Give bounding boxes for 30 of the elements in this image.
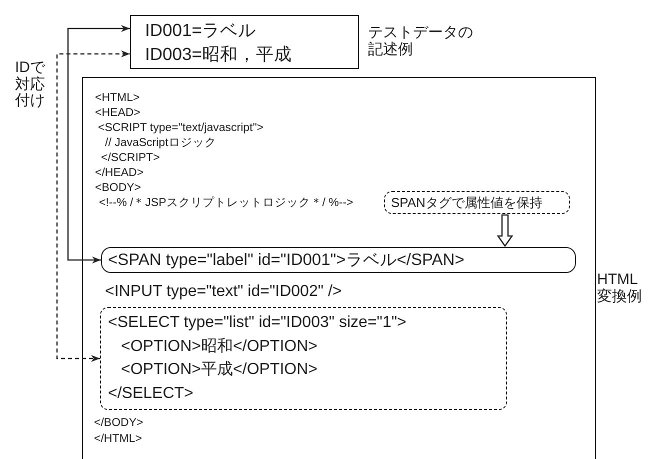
- code-line: <!--% /＊JSPスクリプトレットロジック＊/ %-->: [99, 198, 354, 210]
- code-line: <HEAD>: [95, 108, 140, 120]
- node-label: テストデータの記述例: [368, 25, 473, 58]
- arrow: [56, 50, 130, 362]
- code-line: <SCRIPT type="text/javascript">: [98, 123, 264, 134]
- note-box: [384, 191, 570, 214]
- code-line: <SELECT type="list" id="ID003" size="1">: [108, 315, 406, 331]
- code-line: <BODY>: [95, 183, 142, 194]
- code-line: </HTML>: [94, 434, 142, 446]
- note-text: SPANタグで属性値を保持: [391, 196, 542, 209]
- data-box: [130, 15, 359, 69]
- code-line: </BODY>: [94, 418, 144, 430]
- node-label: HTML変換例: [597, 272, 642, 305]
- code-line: <OPTION>昭和</OPTION>: [121, 339, 318, 355]
- code-line: <HTML>: [95, 93, 140, 104]
- note-label: IDで対応付け: [15, 60, 46, 110]
- code-line: <OPTION>平成</OPTION>: [121, 362, 318, 378]
- code-line: </SCRIPT>: [101, 153, 160, 164]
- code-line: <SPAN type="label" id="ID001">ラベル</SPAN>: [108, 252, 464, 268]
- data-line: ID003=昭和，平成: [145, 46, 292, 64]
- code-line: </HEAD>: [95, 168, 144, 180]
- arrow: [67, 25, 130, 264]
- code-box: [100, 307, 507, 410]
- code-line: </SELECT>: [108, 386, 194, 402]
- code-panel: [82, 77, 596, 459]
- block-arrow: [496, 214, 514, 248]
- code-box: [101, 247, 576, 273]
- code-line: <INPUT type="text" id="ID002" />: [105, 284, 342, 300]
- data-line: ID001=ラベル: [145, 22, 256, 40]
- code-line: // JavaScriptロジック: [105, 138, 216, 150]
